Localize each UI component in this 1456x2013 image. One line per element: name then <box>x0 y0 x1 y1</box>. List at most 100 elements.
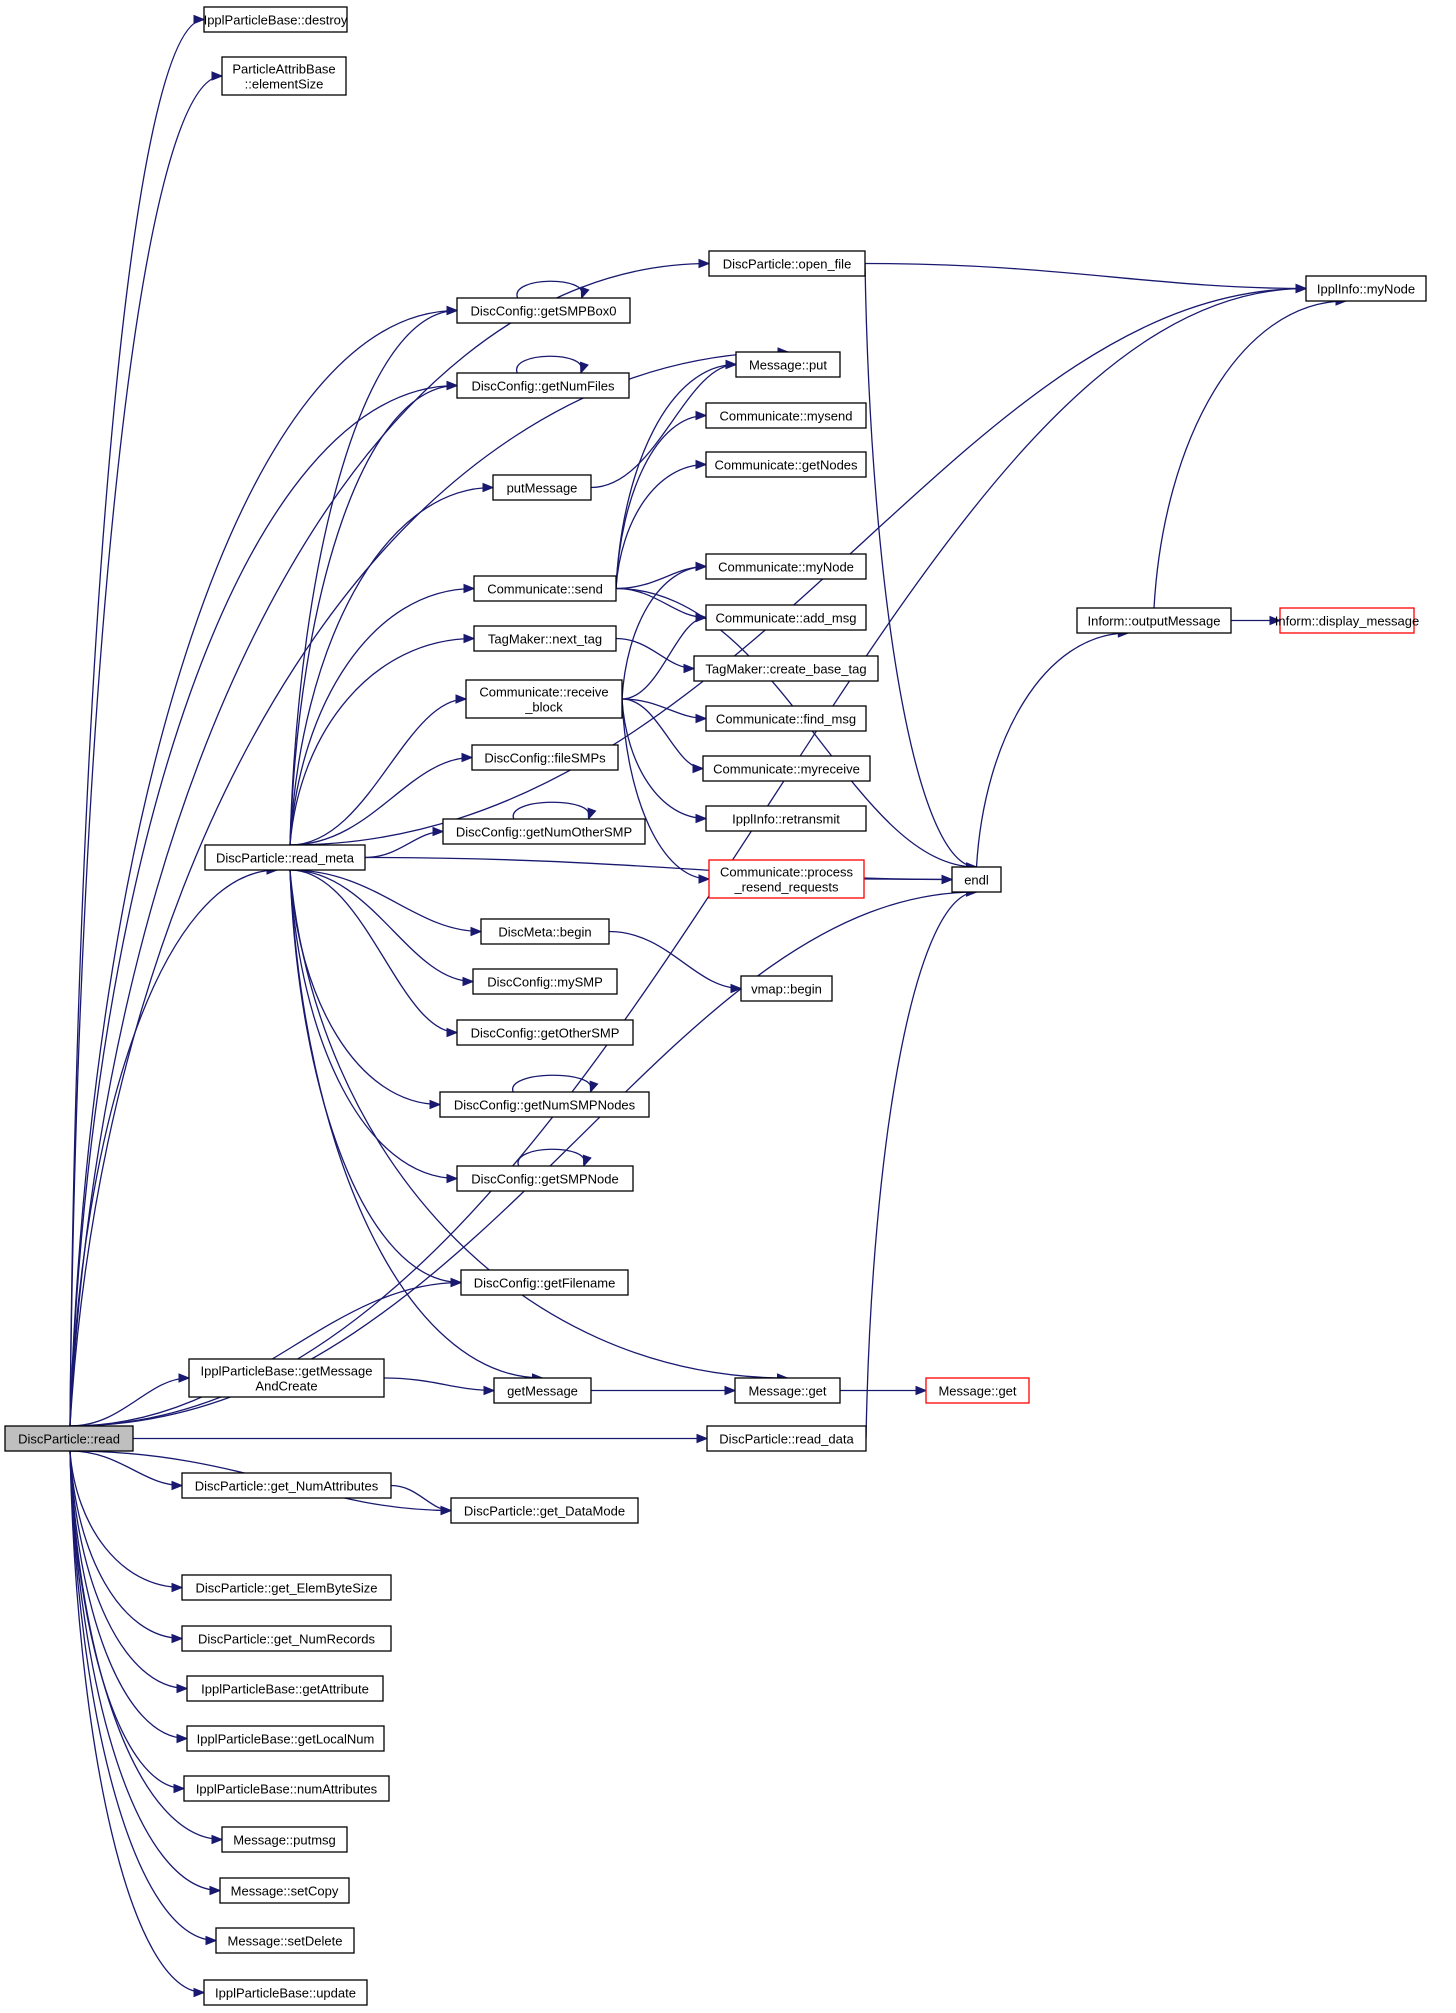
node-create-base-tag[interactable]: TagMaker::create_base_tag <box>693 655 879 682</box>
edge-arrowhead <box>695 561 708 572</box>
node-label: Communicate::myNode <box>718 560 854 575</box>
node-my-node-info[interactable]: IpplInfo::myNode <box>1305 275 1427 302</box>
call-edge <box>69 1450 183 1589</box>
node-output-message[interactable]: Inform::outputMessage <box>1076 607 1232 634</box>
node-receive-block[interactable]: Communicate::receive_block <box>465 679 623 719</box>
call-edge <box>69 351 789 1427</box>
node-endl[interactable]: endl <box>951 866 1002 893</box>
edge-arrowhead <box>1295 283 1308 294</box>
node-get--num-records[interactable]: DiscParticle::get_NumRecords <box>181 1625 392 1652</box>
node-next-tag[interactable]: TagMaker::next_tag <box>473 625 617 652</box>
call-edge <box>975 632 1129 868</box>
edge-arrowhead <box>171 1582 184 1593</box>
call-edge <box>69 262 710 1427</box>
node-get--num-attributes[interactable]: DiscParticle::get_NumAttributes <box>181 1472 392 1499</box>
node-open-file[interactable]: DiscParticle::open_file <box>708 250 866 277</box>
node-label: Communicate::find_msg <box>716 712 856 727</box>
node-set-copy[interactable]: Message::setCopy <box>219 1877 350 1904</box>
node-file-s-m-ps[interactable]: DiscConfig::fileSMPs <box>471 744 619 771</box>
node-put[interactable]: Message::put <box>735 351 841 378</box>
node-read-data[interactable]: DiscParticle::read_data <box>706 1425 867 1452</box>
node-label: vmap::begin <box>751 982 822 997</box>
edge-arrowhead <box>211 1834 224 1845</box>
node-comm-my-node[interactable]: Communicate::myNode <box>705 553 867 580</box>
call-edge <box>289 637 475 846</box>
call-edge <box>289 869 788 1379</box>
node-read[interactable]: DiscParticle::read <box>4 1425 134 1452</box>
node-label: IpplParticleBase::numAttributes <box>196 1782 378 1797</box>
node-get-nodes[interactable]: Communicate::getNodes <box>705 451 867 478</box>
node-label: Message::put <box>749 358 827 373</box>
node-msg-get[interactable]: Message::get <box>734 1377 841 1404</box>
call-edge <box>69 75 223 1427</box>
node-display-message[interactable]: Inform::display_message <box>1275 607 1420 634</box>
node-destroy[interactable]: IpplParticleBase::destroy <box>203 6 348 33</box>
function-nodes: DiscParticle::read IpplParticleBase::dest… <box>4 6 1427 2006</box>
node-num-attributes[interactable]: IpplParticleBase::numAttributes <box>183 1775 390 1802</box>
call-edge <box>289 587 475 846</box>
node-label: Message::get <box>748 1384 826 1399</box>
call-edge <box>69 1450 188 1740</box>
node-my-s-m-p[interactable]: DiscConfig::mySMP <box>472 968 618 995</box>
node-find-msg[interactable]: Communicate::find_msg <box>705 705 867 732</box>
call-edge <box>289 869 458 1034</box>
node-label: TagMaker::next_tag <box>488 632 602 647</box>
node-get-s-m-p-node[interactable]: DiscConfig::getSMPNode <box>456 1165 634 1192</box>
node-put-message[interactable]: putMessage <box>492 474 592 501</box>
call-edge <box>863 878 953 881</box>
call-edge <box>69 1450 183 1487</box>
node-label: DiscConfig::getSMPNode <box>471 1172 618 1187</box>
node-update[interactable]: IpplParticleBase::update <box>203 1979 368 2006</box>
node-set-delete[interactable]: Message::setDelete <box>215 1927 355 1954</box>
edge-arrowhead <box>455 694 468 704</box>
call-edge <box>621 698 710 880</box>
node-label: Message::setDelete <box>228 1934 343 1949</box>
edge-arrowhead <box>587 807 597 821</box>
node-retransmit[interactable]: IpplInfo::retransmit <box>705 805 867 832</box>
node-send[interactable]: Communicate::send <box>473 575 617 602</box>
node-get-s-m-p-box0[interactable]: DiscConfig::getSMPBox0 <box>456 297 631 324</box>
call-edge <box>69 1450 205 1994</box>
node-label: Communicate::send <box>487 582 603 597</box>
node-label: Communicate::process <box>720 865 853 880</box>
node-get-num-files[interactable]: DiscConfig::getNumFiles <box>456 372 630 399</box>
node-mysend[interactable]: Communicate::mysend <box>705 402 867 429</box>
node-read-meta[interactable]: DiscParticle::read_meta <box>204 844 366 871</box>
node-get-attribute[interactable]: IpplParticleBase::getAttribute <box>186 1675 384 1702</box>
node-get-filename[interactable]: DiscConfig::getFilename <box>460 1269 629 1296</box>
node-label: DiscParticle::read_meta <box>216 851 355 866</box>
call-edge <box>289 869 543 1379</box>
call-edge <box>621 698 707 820</box>
node-label: IpplInfo::myNode <box>1317 282 1415 297</box>
node-get-other-s-m-p[interactable]: DiscConfig::getOtherSMP <box>456 1019 634 1046</box>
node-msg-get-red[interactable]: Message::get <box>925 1377 1030 1404</box>
node-process-resend[interactable]: Communicate::process_resend_requests <box>708 859 865 899</box>
edge-arrowhead <box>470 926 483 937</box>
call-edge <box>289 869 458 1180</box>
node-get--data-mode[interactable]: DiscParticle::get_DataMode <box>450 1497 639 1524</box>
node-get--elem-byte-size[interactable]: DiscParticle::get_ElemByteSize <box>181 1574 392 1601</box>
node-get-num-other-s-m-p[interactable]: DiscConfig::getNumOtherSMP <box>442 818 646 845</box>
node-myreceive[interactable]: Communicate::myreceive <box>702 755 871 782</box>
call-edge <box>289 756 473 846</box>
node-get-num-s-m-p-nodes[interactable]: DiscConfig::getNumSMPNodes <box>439 1091 650 1118</box>
call-edge <box>289 698 467 846</box>
node-get-message[interactable]: getMessage <box>493 1377 592 1404</box>
call-edge <box>865 891 977 1439</box>
edge-arrowhead <box>483 1385 496 1396</box>
call-edge <box>69 1450 221 1892</box>
node-add-msg[interactable]: Communicate::add_msg <box>705 604 867 631</box>
node-meta-begin[interactable]: DiscMeta::begin <box>480 918 610 945</box>
node-label: ::elementSize <box>245 77 324 92</box>
call-edge <box>289 869 474 983</box>
node-get-local-num[interactable]: IpplParticleBase::getLocalNum <box>186 1725 385 1752</box>
edge-arrowhead <box>941 874 954 885</box>
edge-arrowhead <box>915 1385 928 1396</box>
call-edge <box>615 637 695 670</box>
call-edge <box>615 565 707 590</box>
node-vmap-begin[interactable]: vmap::begin <box>740 975 833 1002</box>
node-element-size[interactable]: ParticleAttribBase::elementSize <box>221 56 347 96</box>
node-putmsg[interactable]: Message::putmsg <box>221 1826 348 1853</box>
